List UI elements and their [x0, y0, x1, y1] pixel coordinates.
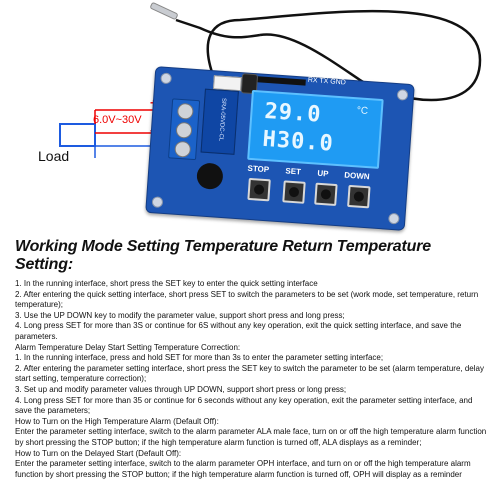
- product-image: + - 6.0V~30V Load RX TX GND SRA-05VDC-CL…: [0, 0, 500, 232]
- instruction-line: 2. After entering the parameter setting …: [15, 363, 484, 384]
- stop-button[interactable]: [247, 177, 271, 202]
- screw-icon: [174, 140, 192, 158]
- mounting-hole: [388, 212, 400, 225]
- instruction-heading: How to Turn on the Delayed Start (Defaul…: [15, 448, 182, 458]
- lcd-display: 29.0 °C H30.0: [247, 89, 384, 169]
- voltage-range-label: 6.0V~30V: [93, 114, 142, 126]
- mounting-hole: [160, 72, 172, 85]
- instructions: Working Mode Setting Temperature Return …: [15, 238, 491, 480]
- button-cap: [353, 191, 365, 202]
- instruction-line: 1. In the running interface, press and h…: [15, 353, 384, 363]
- mounting-hole: [151, 196, 164, 208]
- instruction-line: 3. Set up and modify parameter values th…: [15, 384, 347, 394]
- down-button-label: DOWN: [343, 170, 370, 182]
- up-button[interactable]: [314, 182, 338, 207]
- screw-terminal-block: [168, 98, 201, 161]
- instructions-body: 1. In the running interface, short press…: [15, 279, 491, 480]
- stop-button-label: STOP: [247, 163, 270, 175]
- instructions-title: Working Mode Setting Temperature Return …: [15, 238, 431, 273]
- relay: SRA-05VDC-CL: [200, 88, 239, 155]
- serial-connector-label: RX TX GND: [307, 76, 346, 87]
- button-cap: [320, 188, 332, 200]
- relay-label: SRA-05VDC-CL: [217, 97, 227, 142]
- instruction-line: 3. Use the UP DOWN key to modify the par…: [15, 310, 345, 320]
- screw-icon: [175, 121, 193, 139]
- button-cap: [253, 184, 265, 195]
- instruction-line: Enter the parameter setting interface, s…: [15, 459, 471, 479]
- serial-header: [255, 76, 306, 86]
- instruction-line: 2. After entering the quick setting inte…: [15, 289, 479, 310]
- temperature-probe-cable: [59, 2, 482, 158]
- instruction-line: 4. Long press SET for more than 35 or co…: [15, 395, 473, 416]
- instruction-line: 1. In the running interface, short press…: [15, 279, 318, 288]
- instruction-line: Enter the parameter setting interface, s…: [15, 427, 487, 447]
- load-label: Load: [38, 148, 70, 164]
- up-button-label: UP: [317, 168, 329, 179]
- lcd-current-temperature: 29.0: [263, 98, 323, 128]
- instruction-line: 4. Long press SET for more than 3S or co…: [15, 321, 462, 341]
- mounting-hole: [396, 89, 409, 101]
- lcd-unit: °C: [356, 105, 369, 118]
- set-button-label: SET: [285, 166, 302, 177]
- instruction-heading: Alarm Temperature Delay Start Setting Te…: [15, 342, 241, 352]
- set-button[interactable]: [282, 180, 306, 204]
- instruction-heading: How to Turn on the High Temperature Alar…: [15, 416, 219, 426]
- screw-icon: [176, 102, 194, 120]
- lcd-set-value: H30.0: [261, 126, 335, 157]
- thermostat-board: RX TX GND SRA-05VDC-CL 29.0 °C H30.0 STO…: [145, 66, 415, 231]
- down-button[interactable]: [347, 184, 371, 209]
- button-cap: [288, 186, 300, 198]
- buzzer: [196, 162, 224, 191]
